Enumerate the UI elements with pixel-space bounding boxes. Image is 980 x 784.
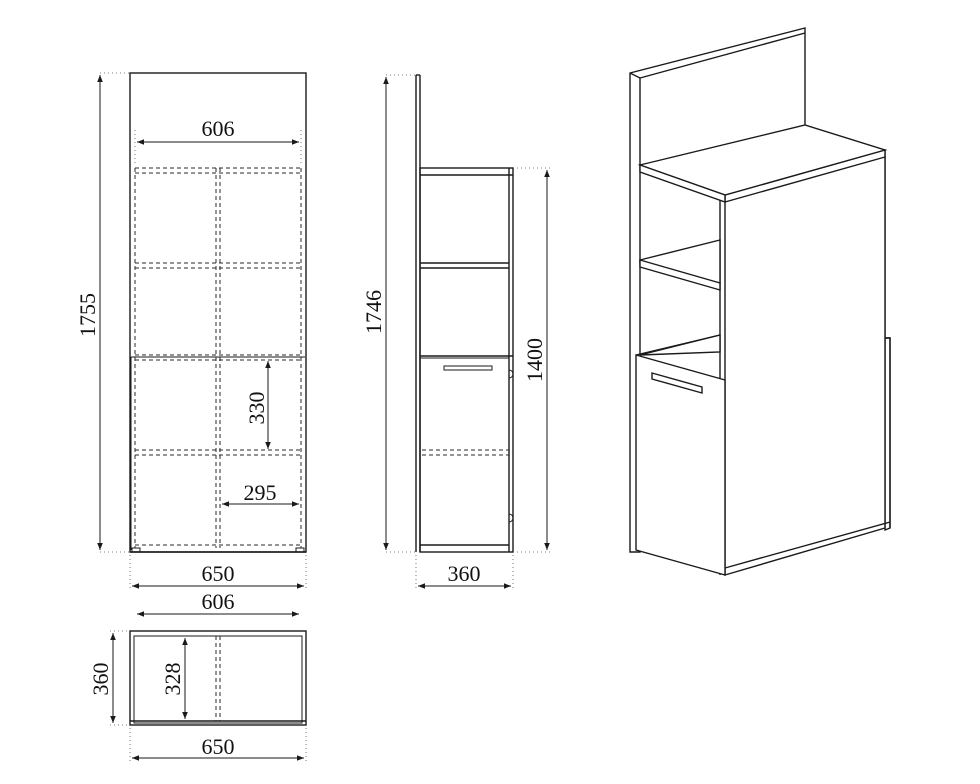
dim-label-330: 330 — [244, 392, 269, 425]
iso-door-handle — [651, 372, 703, 394]
dim-top-360: 360 — [88, 630, 130, 726]
front-outline — [129, 72, 307, 553]
dim-label-606: 606 — [202, 116, 235, 141]
dim-side-1746: 1746 — [361, 74, 416, 553]
iso-cabinet-side — [724, 149, 886, 576]
dim-label-1746: 1746 — [361, 290, 386, 334]
dim-label-top-360: 360 — [88, 663, 113, 696]
side-hinge-bottom — [508, 513, 514, 523]
front-view: 606 1755 330 295 650 — [75, 72, 307, 590]
dim-label-top-650: 650 — [202, 734, 235, 759]
side-hinge-top — [508, 369, 514, 379]
front-hidden-shelves — [134, 167, 302, 548]
dim-top-650: 650 — [129, 728, 307, 762]
front-foot-right — [295, 547, 305, 553]
dim-front-1755: 1755 — [75, 72, 130, 553]
top-outline — [129, 630, 307, 726]
isometric-view — [629, 27, 891, 576]
dim-label-side-360: 360 — [448, 561, 481, 586]
top-inner — [133, 635, 303, 724]
dim-side-360: 360 — [415, 555, 514, 590]
dim-front-295: 295 — [222, 480, 299, 507]
iso-door — [635, 354, 726, 576]
top-view: 606 360 328 650 — [88, 589, 307, 762]
dim-label-328: 328 — [160, 663, 185, 696]
iso-shelf-edge — [639, 259, 721, 291]
front-foot-left — [131, 547, 141, 553]
dim-top-328: 328 — [160, 638, 188, 719]
dim-label-650: 650 — [202, 561, 235, 586]
side-view: 1746 1400 360 — [361, 74, 550, 590]
dim-label-1400: 1400 — [522, 338, 547, 382]
dim-label-top-606: 606 — [202, 589, 235, 614]
dim-front-650: 650 — [129, 555, 307, 590]
iso-side-strip — [884, 150, 891, 532]
dim-front-330: 330 — [244, 361, 271, 449]
dim-label-1755: 1755 — [75, 293, 100, 337]
side-body — [419, 167, 514, 553]
dim-side-1400: 1400 — [513, 167, 550, 553]
side-door-handle — [443, 365, 493, 371]
dim-top-606: 606 — [137, 589, 299, 617]
dim-label-295: 295 — [244, 480, 277, 505]
dim-front-606: 606 — [134, 116, 302, 165]
